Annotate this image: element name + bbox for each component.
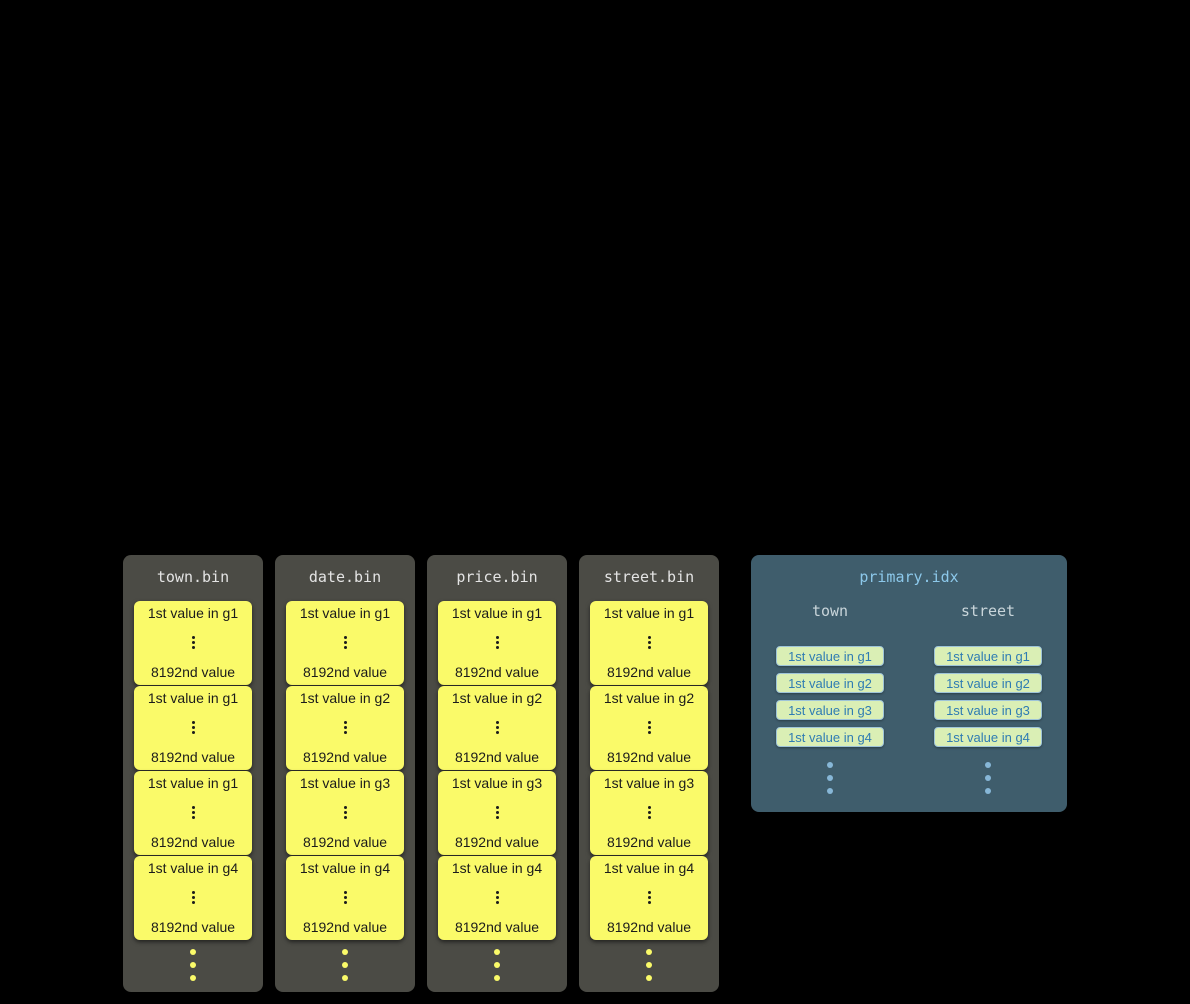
granule-last-value: 8192nd value — [454, 919, 540, 935]
granule-first-value: 1st value in g2 — [451, 690, 543, 706]
granule-first-value: 1st value in g2 — [603, 690, 695, 706]
vertical-ellipsis-icon — [343, 635, 347, 650]
more-entries-ellipsis-icon — [827, 762, 833, 800]
index-entry: 1st value in g4 — [934, 727, 1042, 747]
more-granules-ellipsis-icon — [190, 949, 196, 987]
granule-first-value: 1st value in g4 — [451, 860, 543, 876]
more-entries-ellipsis-icon — [985, 762, 991, 800]
vertical-ellipsis-icon — [191, 805, 195, 820]
granule-first-value: 1st value in g1 — [147, 690, 239, 706]
index-entry: 1st value in g1 — [776, 646, 884, 666]
granule-last-value: 8192nd value — [150, 749, 236, 765]
index-column-street: street 1st value in g1 1st value in g2 1… — [909, 602, 1067, 800]
index-entry: 1st value in g1 — [934, 646, 1042, 666]
granule-last-value: 8192nd value — [606, 834, 692, 850]
vertical-ellipsis-icon — [191, 635, 195, 650]
more-granules-ellipsis-icon — [342, 949, 348, 987]
index-entry: 1st value in g3 — [934, 700, 1042, 720]
granule-block: 1st value in g3 8192nd value — [286, 771, 404, 855]
vertical-ellipsis-icon — [495, 890, 499, 905]
granule-last-value: 8192nd value — [454, 664, 540, 680]
granule-last-value: 8192nd value — [606, 664, 692, 680]
vertical-ellipsis-icon — [191, 890, 195, 905]
granule-last-value: 8192nd value — [302, 919, 388, 935]
vertical-ellipsis-icon — [647, 805, 651, 820]
granule-first-value: 1st value in g1 — [603, 605, 695, 621]
vertical-ellipsis-icon — [647, 890, 651, 905]
vertical-ellipsis-icon — [343, 720, 347, 735]
granule-first-value: 1st value in g4 — [299, 860, 391, 876]
granule-first-value: 1st value in g1 — [147, 775, 239, 791]
vertical-ellipsis-icon — [647, 635, 651, 650]
granule-first-value: 1st value in g1 — [299, 605, 391, 621]
granule-block: 1st value in g2 8192nd value — [286, 686, 404, 770]
granule-block: 1st value in g4 8192nd value — [286, 856, 404, 940]
vertical-ellipsis-icon — [495, 635, 499, 650]
index-column-header: street — [960, 602, 1016, 620]
primary-index-title: primary.idx — [859, 568, 959, 586]
bin-file-panel-town: town.bin 1st value in g1 8192nd value 1s… — [123, 555, 263, 992]
granule-last-value: 8192nd value — [454, 749, 540, 765]
granule-first-value: 1st value in g3 — [299, 775, 391, 791]
bin-file-name: street.bin — [603, 568, 695, 586]
granule-block: 1st value in g1 8192nd value — [438, 601, 556, 685]
granule-first-value: 1st value in g3 — [603, 775, 695, 791]
granule-first-value: 1st value in g4 — [603, 860, 695, 876]
vertical-ellipsis-icon — [343, 805, 347, 820]
vertical-ellipsis-icon — [191, 720, 195, 735]
granule-block: 1st value in g1 8192nd value — [134, 601, 252, 685]
index-entry: 1st value in g4 — [776, 727, 884, 747]
granule-last-value: 8192nd value — [150, 834, 236, 850]
index-entry: 1st value in g2 — [776, 673, 884, 693]
index-columns-group: town 1st value in g1 1st value in g2 1st… — [751, 602, 1067, 800]
bin-file-name: town.bin — [156, 568, 230, 586]
primary-index-panel: primary.idx town 1st value in g1 1st val… — [751, 555, 1067, 812]
granule-block: 1st value in g1 8192nd value — [134, 686, 252, 770]
granule-first-value: 1st value in g4 — [147, 860, 239, 876]
granule-first-value: 1st value in g1 — [147, 605, 239, 621]
granule-last-value: 8192nd value — [454, 834, 540, 850]
granule-block: 1st value in g4 8192nd value — [438, 856, 556, 940]
granule-block: 1st value in g2 8192nd value — [438, 686, 556, 770]
granule-block: 1st value in g3 8192nd value — [438, 771, 556, 855]
vertical-ellipsis-icon — [647, 720, 651, 735]
bin-file-name: date.bin — [308, 568, 382, 586]
granule-last-value: 8192nd value — [302, 834, 388, 850]
granule-block: 1st value in g1 8192nd value — [134, 771, 252, 855]
bin-files-group: town.bin 1st value in g1 8192nd value 1s… — [123, 555, 719, 992]
granule-last-value: 8192nd value — [150, 664, 236, 680]
granule-first-value: 1st value in g3 — [451, 775, 543, 791]
granule-block: 1st value in g2 8192nd value — [590, 686, 708, 770]
granule-last-value: 8192nd value — [606, 919, 692, 935]
granule-block: 1st value in g1 8192nd value — [590, 601, 708, 685]
granule-block: 1st value in g4 8192nd value — [134, 856, 252, 940]
bin-file-panel-street: street.bin 1st value in g1 8192nd value … — [579, 555, 719, 992]
granule-last-value: 8192nd value — [606, 749, 692, 765]
granule-last-value: 8192nd value — [150, 919, 236, 935]
granule-last-value: 8192nd value — [302, 664, 388, 680]
granule-block: 1st value in g1 8192nd value — [286, 601, 404, 685]
vertical-ellipsis-icon — [495, 805, 499, 820]
index-column-town: town 1st value in g1 1st value in g2 1st… — [751, 602, 909, 800]
bin-file-name: price.bin — [456, 568, 538, 586]
index-entry: 1st value in g3 — [776, 700, 884, 720]
bin-file-panel-price: price.bin 1st value in g1 8192nd value 1… — [427, 555, 567, 992]
vertical-ellipsis-icon — [495, 720, 499, 735]
more-granules-ellipsis-icon — [646, 949, 652, 987]
granule-first-value: 1st value in g2 — [299, 690, 391, 706]
bin-file-panel-date: date.bin 1st value in g1 8192nd value 1s… — [275, 555, 415, 992]
index-column-header: town — [811, 602, 849, 620]
granule-first-value: 1st value in g1 — [451, 605, 543, 621]
index-entry: 1st value in g2 — [934, 673, 1042, 693]
granule-block: 1st value in g3 8192nd value — [590, 771, 708, 855]
granule-last-value: 8192nd value — [302, 749, 388, 765]
vertical-ellipsis-icon — [343, 890, 347, 905]
more-granules-ellipsis-icon — [494, 949, 500, 987]
granule-block: 1st value in g4 8192nd value — [590, 856, 708, 940]
